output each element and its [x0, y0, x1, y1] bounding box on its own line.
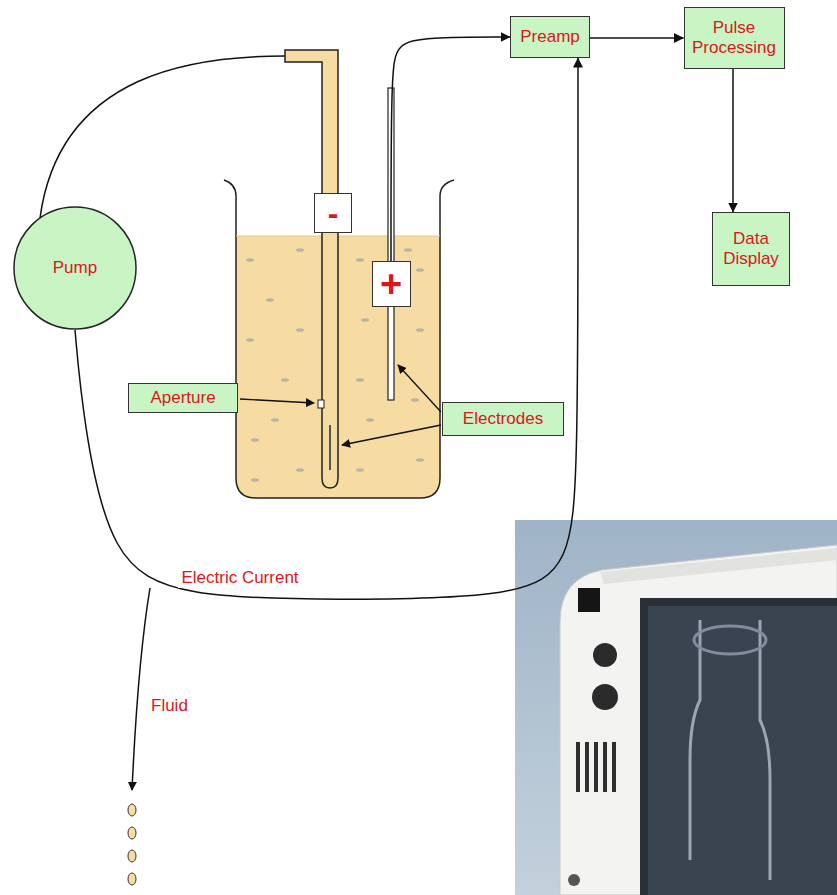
instrument-photo [515, 520, 837, 895]
electrode-polarity: - [314, 193, 352, 233]
node-label: Preamp [520, 27, 580, 47]
edge-label: Electric Current [178, 568, 301, 588]
callout-box: Electrodes [442, 402, 564, 436]
polarity-sign: + [380, 265, 402, 303]
node-label: Aperture [150, 388, 215, 408]
signal-connector [732, 69, 734, 212]
pump-circle: Pump [13, 206, 137, 330]
leader-line [342, 425, 441, 445]
node-label: Pump [53, 258, 97, 278]
node-label: Data Display [713, 229, 789, 270]
node-label: Pulse Processing [685, 18, 784, 59]
display-box: Data Display [712, 212, 790, 286]
preamp-box: Preamp [510, 16, 590, 58]
electrode-polarity: + [372, 261, 411, 307]
beaker [224, 180, 454, 498]
leader-line [240, 399, 314, 403]
callout-box: Aperture [128, 383, 238, 413]
node-label: Electrodes [463, 409, 543, 429]
process-box: Pulse Processing [684, 7, 785, 69]
aperture-tube [285, 50, 338, 488]
flow-label: Fluid [148, 696, 191, 716]
fluid-drops [128, 804, 136, 885]
leader-line [398, 365, 441, 412]
signal-connector [391, 37, 510, 261]
polarity-sign: - [328, 197, 339, 229]
fluid-outflow [132, 588, 150, 790]
fluid-line [40, 56, 285, 218]
signal-connector [75, 58, 578, 599]
signal-connector [590, 37, 684, 39]
